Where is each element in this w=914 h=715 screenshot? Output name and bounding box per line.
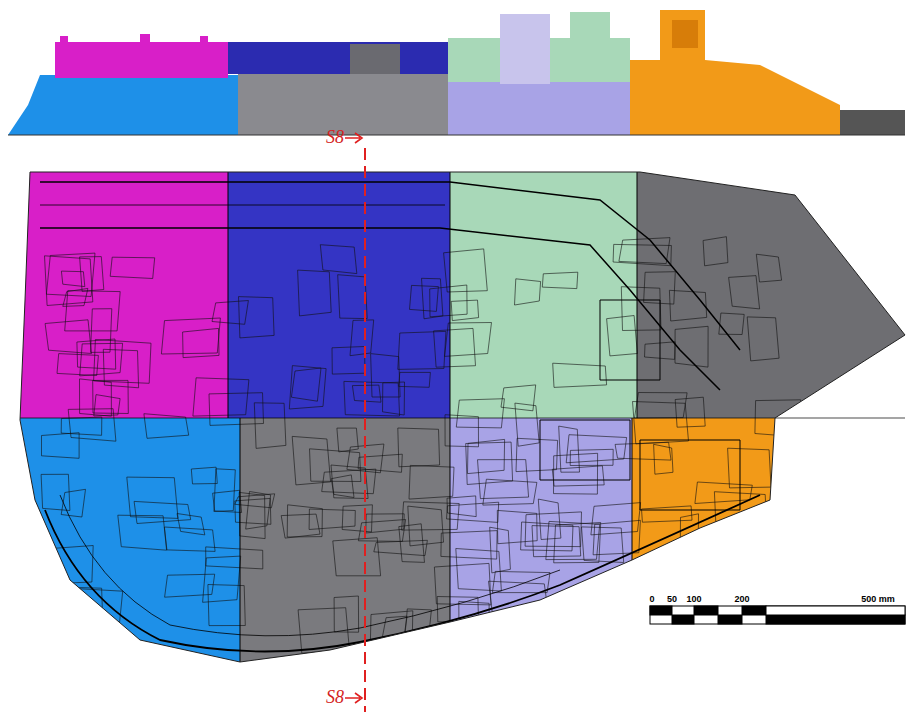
section-label: S8 — [326, 128, 344, 146]
scale-number: 500 mm — [860, 595, 896, 604]
street-blocks — [40, 237, 801, 654]
scale-number: 100 — [685, 595, 702, 604]
plan-sectors — [0, 160, 914, 678]
scale-number: 0 — [648, 595, 655, 604]
scale-number: 50 — [666, 595, 678, 604]
section-label: S8 — [326, 688, 344, 706]
sector-grid — [20, 172, 905, 662]
section-line — [345, 133, 365, 712]
elevation-view — [8, 10, 905, 135]
scale-number: 200 — [733, 595, 750, 604]
scale-bar — [650, 606, 905, 624]
